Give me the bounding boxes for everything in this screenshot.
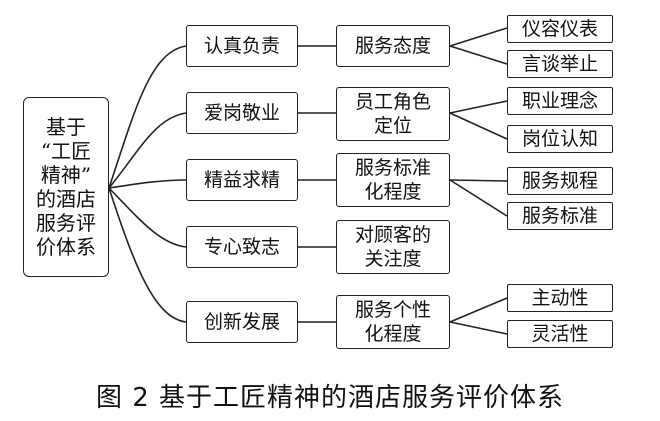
connector-detail-1-leaf-1: [449, 27, 508, 47]
detail-3-node: 服务标准 化程度: [336, 153, 450, 207]
connector-root-to-branch-1: [108, 45, 187, 189]
connector-detail-5-leaf-2: [449, 321, 508, 335]
leaf-3-2-node: 服务标准: [507, 202, 613, 230]
connector-detail-3-leaf-1: [449, 179, 508, 182]
branch-5-node: 创新发展: [186, 301, 298, 343]
branch-3-node: 精益求精: [186, 159, 298, 201]
detail-2-node: 员工角色 定位: [336, 87, 450, 141]
connector-detail-2-leaf-2: [449, 112, 508, 140]
detail-5-node: 服务个性 化程度: [336, 295, 450, 349]
root-node: 基于 “工匠 精神” 的酒店 服务评 价体系: [23, 97, 109, 277]
connector-detail-1-leaf-2: [449, 45, 508, 65]
leaf-1-2-node: 言谈举止: [507, 50, 613, 78]
figure-caption: 图 2 基于工匠精神的酒店服务评价体系: [95, 383, 565, 413]
connector-detail-3-leaf-2: [449, 179, 508, 217]
connector-detail-5-leaf-1: [449, 297, 508, 323]
leaf-1-1-node: 仪容仪表: [507, 15, 613, 43]
branch-2-node: 爱岗敬业: [186, 92, 298, 134]
connector-root-to-branch-2: [108, 112, 187, 189]
connector-detail-2-leaf-1: [449, 100, 508, 114]
leaf-5-2-node: 灵活性: [507, 320, 613, 348]
detail-4-node: 对顾客的 关注度: [336, 220, 450, 274]
leaf-2-2-node: 岗位认知: [507, 125, 613, 153]
branch-4-node: 专心致志: [186, 226, 298, 268]
leaf-2-1-node: 职业理念: [507, 87, 613, 115]
connector-root-to-branch-4: [108, 187, 187, 248]
detail-1-node: 服务态度: [336, 25, 450, 67]
leaf-5-1-node: 主动性: [507, 284, 613, 312]
leaf-3-1-node: 服务规程: [507, 167, 613, 195]
connector-root-to-branch-5: [108, 187, 187, 323]
connector-root-to-branch-3: [108, 179, 187, 189]
branch-1-node: 认真负责: [186, 25, 298, 67]
